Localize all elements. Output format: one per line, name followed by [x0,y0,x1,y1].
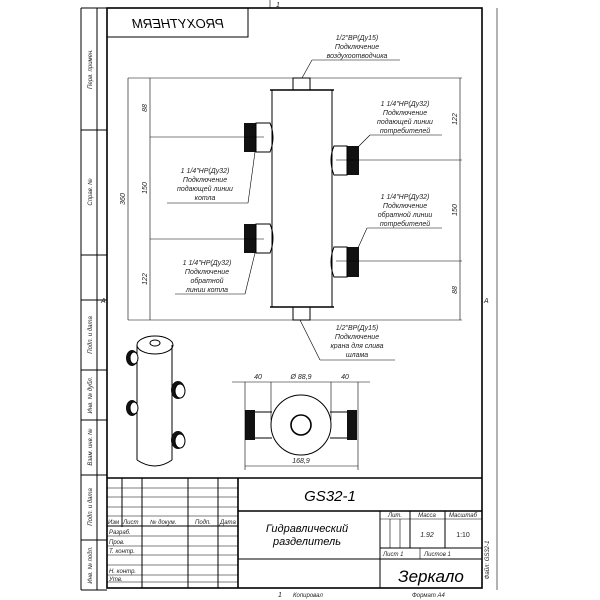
dim-left-top: 88 [142,104,149,112]
boiler-supply-fitting [244,122,274,153]
brand-box [106,7,249,38]
drain-nipple [292,306,311,321]
dim-left-mid: 150 [142,182,149,194]
product-name-line2: разделитель [272,536,341,548]
role-checker: Пров. [109,540,125,546]
dimension-lines: 360 88 150 122 122 150 88 [120,77,462,321]
callout-air-vent: 1/2"ВР(Ду15) Подключение воздухоотводчик… [301,35,400,79]
isometric-view [126,335,186,467]
margin-label: Подп. и дата [88,488,94,526]
dim-plan-diameter: Ø 88,9 [289,374,311,381]
callout-consumer-supply: 1 1/4"НР(Ду32) Подключение подающей лини… [357,101,442,148]
margin-label: Взам. инв. № [87,428,94,466]
footer-page: 1 [278,592,282,599]
product-name-line1: Гидравлический [266,523,348,535]
lit-label: Лит. [387,513,402,519]
header-date: Дата [219,520,236,526]
file-label: Файл: GS32-1 [484,541,491,580]
callout-boiler-supply: 1 1/4"НР(Ду32) Подключение подающей лини… [167,151,256,204]
separator-front-view [244,77,359,321]
callout-line: потребителей [380,220,430,228]
callout-line: воздухоотводчика [327,52,388,60]
callout-line: подающей линии [377,118,433,126]
top-page-number: 1 [276,2,280,9]
callout-line: обратной линии [378,211,433,219]
callout-line: линии котла [185,287,228,294]
header-sheet: Лист [122,520,138,526]
callout-line: 1 1/4"НР(Ду32) [381,194,430,201]
dim-plan-left: 40 [254,374,262,381]
callout-line: обратной [190,277,223,285]
consumer-supply-fitting [330,145,359,176]
margin-label: Инв. № подл. [87,546,94,583]
plan-view: 40 Ø 88,9 40 168,9 [232,374,370,470]
scale-value: 1:10 [456,532,470,539]
sheet-number: Лист 1 [382,552,403,558]
callout-line: шлама [346,352,368,359]
designation: GS32-1 [304,488,356,505]
mass-label: Масса [418,513,436,519]
section-marker-left: A [100,298,106,305]
callout-line: потребителей [380,127,430,135]
callout-line: крана для слива [330,342,383,350]
header-change: Изм [108,520,119,526]
callout-consumer-return: 1 1/4"НР(Ду32) Подключение обратной лини… [357,194,442,249]
callout-line: 1/2"ВР(Ду15) [336,325,379,332]
dim-total-height: 360 [120,193,127,205]
side-margin-labels: Перв. примен. Справ. № Подп. и дата Инв.… [87,49,94,584]
callout-line: Подключение [335,43,379,51]
footer-format: Формат А4 [412,593,445,599]
boiler-return-fitting [244,223,274,254]
margin-label: Подп. и дата [88,316,94,354]
consumer-return-fitting [330,246,359,278]
callout-line: Подключение [185,268,229,276]
scale-label: Масштаб [449,513,478,519]
margin-label: Инв. № дубл. [87,377,94,414]
dim-right-mid: 150 [452,204,459,216]
section-marker-right: A [483,298,489,305]
dim-plan-right: 40 [341,374,349,381]
margin-label: Справ. № [87,178,94,206]
callout-line: котла [195,195,216,202]
callout-line: 1 1/4"НР(Ду32) [183,260,232,267]
callout-line: 1/2"ВР(Ду15) [336,35,379,42]
air-vent-nipple [292,77,311,91]
role-developer: Разраб. [109,530,131,536]
callout-line: 1 1/4"НР(Ду32) [181,168,230,175]
callout-boiler-return: 1 1/4"НР(Ду32) Подключение обратной лини… [175,252,256,295]
role-tech-control: Т. контр. [109,549,135,555]
drawing-frame [106,7,483,589]
mass-value: 1.92 [420,532,434,539]
company-name: Зеркало [398,567,464,586]
callout-drain: 1/2"ВР(Ду15) Подключение крана для слива… [299,319,395,361]
title-block: Изм Лист № докум. Подп. Дата Разраб. Про… [107,477,482,588]
callout-line: Подключение [183,176,227,184]
sheet-count: Листов 1 [423,552,451,558]
role-norm-control: Н. контр. [109,569,136,575]
header-doc-no: № докум. [150,519,176,526]
role-approved: Утв. [108,577,123,583]
brand-logo-mirrored: PROXYTHERM [132,16,224,31]
footer-copied: Копировал [293,593,323,599]
header-sign: Подп. [195,520,211,526]
callout-line: Подключение [383,109,427,117]
dim-right-top: 122 [452,113,459,125]
callout-line: подающей линии [177,185,233,193]
dim-left-bottom: 122 [142,273,149,285]
dim-plan-total: 168,9 [292,458,310,465]
margin-label: Перв. примен. [88,49,94,89]
dim-right-bottom: 88 [452,286,459,294]
callout-line: Подключение [383,202,427,210]
callout-line: 1 1/4"НР(Ду32) [381,101,430,108]
callout-line: Подключение [335,333,379,341]
